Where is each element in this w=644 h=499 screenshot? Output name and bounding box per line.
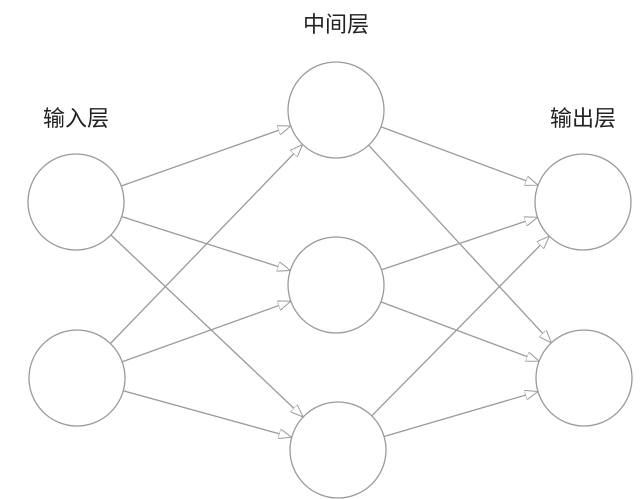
output-node-1 — [534, 153, 632, 251]
output-node-2 — [535, 329, 633, 427]
input-node-1 — [27, 153, 125, 251]
connections-group — [109, 126, 551, 438]
connection-arrow-input-node-1-to-hidden-node-2 — [121, 215, 291, 271]
connection-arrow-hidden-node-3-to-output-node-1 — [371, 236, 550, 417]
hidden-layer-label: 中间层 — [303, 13, 369, 38]
hidden-node-2 — [287, 236, 385, 334]
connection-arrow-input-node-2-to-hidden-node-1 — [109, 145, 302, 344]
hidden-node-3 — [289, 401, 387, 499]
hidden-node-1 — [287, 61, 385, 159]
connection-arrow-hidden-node-1-to-output-node-1 — [380, 126, 538, 185]
connection-arrow-hidden-node-3-to-output-node-2 — [383, 392, 538, 438]
input-layer-label: 输入层 — [43, 107, 109, 132]
connection-arrow-hidden-node-2-to-output-node-1 — [381, 217, 538, 271]
connection-arrow-input-node-2-to-hidden-node-3 — [123, 390, 291, 437]
output-layer-label: 输出层 — [550, 107, 616, 132]
connection-arrow-input-node-1-to-hidden-node-1 — [121, 126, 290, 187]
connection-arrow-input-node-1-to-hidden-node-3 — [110, 234, 303, 417]
nodes-group — [27, 61, 633, 499]
input-node-2 — [28, 329, 126, 427]
connection-arrow-hidden-node-2-to-output-node-2 — [380, 301, 539, 361]
connection-arrow-input-node-2-to-hidden-node-2 — [121, 301, 291, 363]
